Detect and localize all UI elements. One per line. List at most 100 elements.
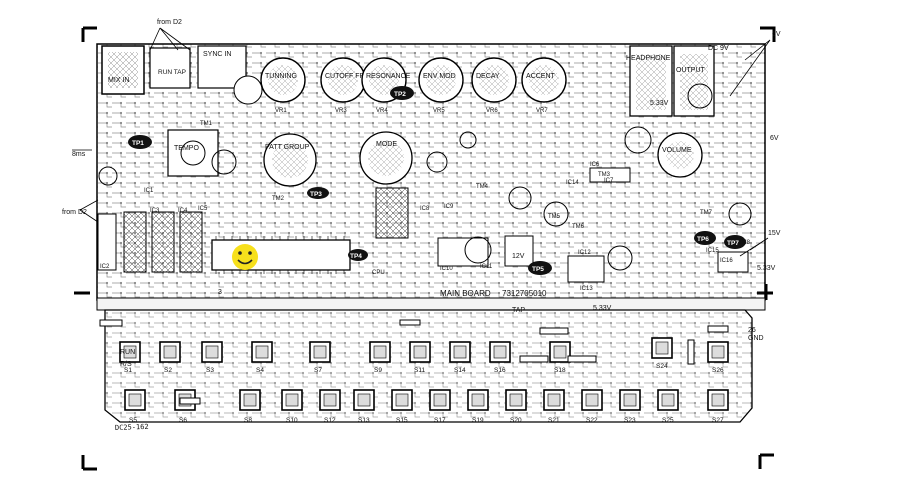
mix-in-label: MIX IN [108,77,129,84]
switch-cap [413,345,427,359]
resistor [399,319,421,326]
ic-label: IC16 [720,258,733,264]
switch-cap [128,393,142,407]
switch-s14[interactable]: S14 [449,341,471,374]
switch-s16[interactable]: S16 [489,341,511,374]
transistor-label: TM7 [700,210,713,216]
switch-s21[interactable]: S21 [543,389,565,424]
switch-label: S4 [256,367,264,374]
switch-s13[interactable]: S13 [353,389,375,424]
switch-label: S22 [586,417,598,424]
run-tap-jack [149,47,191,89]
testpoint-marker [724,235,746,249]
switch-s15[interactable]: S15 [391,389,413,424]
switch-cap [453,345,467,359]
switch-s18[interactable]: S18 [549,341,571,374]
switch-s23[interactable]: S23 [619,389,641,424]
knob-cap [268,65,298,95]
resistor [707,325,729,333]
secondary-controls: TEMPO PATT GROUP MODE VOLUME [167,129,703,187]
ic-chip [179,211,203,273]
switch-cap [553,345,567,359]
v533-right-label: 5.33V [757,265,776,272]
switch-s27[interactable]: S27 [707,389,729,424]
switch-label: S16 [494,367,506,374]
v533-board-label: 5.33V [593,305,612,312]
switch-s5[interactable]: S5 [124,389,146,424]
switch-label: S1 [124,367,132,374]
rs-label: R/S [120,361,132,368]
from-d2-top-label: from D2 [157,19,182,26]
knob-label: TUNNING [265,73,297,80]
knob-ref: VR7 [536,108,548,114]
capacitor [543,201,569,227]
switch-cap [357,393,371,407]
switch-s1[interactable]: S1 [119,341,141,374]
switch-s20[interactable]: S20 [505,389,527,424]
knob-ref: VR6 [486,108,498,114]
testpoint-label: TP2 [394,91,406,98]
switch-s22[interactable]: S22 [581,389,603,424]
switch-s7[interactable]: S7 [309,341,331,374]
resistor [519,355,549,363]
ic-chip [375,187,409,239]
pin-26-label: 26 [748,327,756,334]
switch-label: S7 [314,367,322,374]
switch-s10[interactable]: S10 [281,389,303,424]
switch-cap [585,393,599,407]
switch-label: S8 [244,417,252,424]
capacitor [728,202,752,226]
capacitor [624,126,652,154]
switch-s25[interactable]: S25 [657,389,679,424]
v15-label: 15V [768,230,781,237]
mode-label: MODE [376,141,397,148]
switch-cap [285,393,299,407]
switch-label: S20 [510,417,522,424]
testpoint-label: TP1 [132,140,144,147]
headphone-label: HEADPHONE [626,55,671,62]
volume-label: VOLUME [662,147,692,154]
ic-label: IC13 [580,286,593,292]
switch-s9[interactable]: S9 [369,341,391,374]
ic-label: IC6 [590,162,600,168]
switch-label: S24 [656,363,668,370]
ic-chip [567,255,605,283]
switch-s3[interactable]: S3 [201,341,223,374]
switch-s24[interactable]: S24 [651,337,673,370]
board-title: MAIN BOARD [440,289,491,298]
switch-s11[interactable]: S11 [409,341,431,374]
ic-label: IC5 [198,206,208,212]
switch-cap [373,345,387,359]
testpoint-marker [128,135,152,149]
switch-s4[interactable]: S4 [251,341,273,374]
switch-label: S13 [358,417,370,424]
switch-cap [655,341,669,355]
switch-label: S25 [662,417,674,424]
switch-cap [205,345,219,359]
switch-cap [323,393,337,407]
switch-s26[interactable]: S26 [707,341,729,374]
discrete-components [98,75,752,271]
switch-s17[interactable]: S17 [429,389,451,424]
sync-in-label: SYNC IN [203,51,231,58]
ic-chip [97,213,117,271]
transistor-label: TM3 [598,172,611,178]
resistor [179,397,201,405]
leader-lines [72,27,771,257]
knob-cap [479,65,509,95]
switch-label: S2 [164,367,172,374]
switch-s8[interactable]: S8 [239,389,261,424]
switch-s2[interactable]: S2 [159,341,181,374]
gnd-label: GND [748,335,764,342]
v6-top-label: 6V [772,31,781,38]
switch-s12[interactable]: S12 [319,389,341,424]
switch-s19[interactable]: S19 [467,389,489,424]
switch-label: S6 [179,417,187,424]
switch-label: S5 [129,417,137,424]
testpoint-marker [694,231,716,245]
